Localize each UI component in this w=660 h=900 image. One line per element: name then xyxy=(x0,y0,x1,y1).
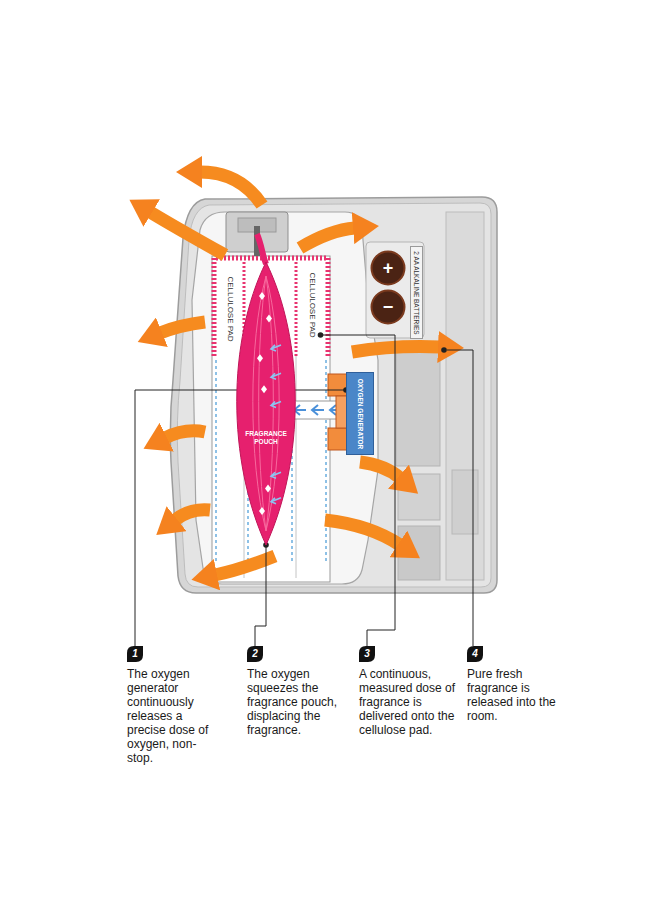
scent-arrows xyxy=(150,172,440,575)
callout-marker: 4 xyxy=(467,646,483,662)
scent-arrow xyxy=(175,510,210,520)
scent-arrow xyxy=(150,212,225,255)
cellulose-pad: CELLULOSE PAD xyxy=(304,268,321,342)
callout-text: The oxygen generator continuously releas… xyxy=(127,667,219,765)
leader-group xyxy=(318,332,395,646)
sparkle xyxy=(261,385,267,393)
pouch-body xyxy=(237,262,296,545)
leaf-shape xyxy=(127,646,143,662)
leaf-shape xyxy=(467,646,483,662)
battery-bay xyxy=(366,242,424,338)
oxygen-arrow xyxy=(271,373,281,379)
leader-line xyxy=(321,335,396,646)
callout-text: The oxygen squeezes the fragrance pouch,… xyxy=(247,667,351,737)
leaf-shape xyxy=(359,646,375,662)
housing-block xyxy=(452,470,478,534)
cellulose-pad: CELLULOSE PAD xyxy=(222,272,239,346)
pouch-hatch xyxy=(259,276,274,531)
leader-line xyxy=(255,545,266,646)
sparkle xyxy=(259,292,265,300)
scent-arrow xyxy=(300,228,355,248)
pad-label: CELLULOSE PAD xyxy=(308,272,317,337)
callout-number: 4 xyxy=(467,646,483,662)
leader-dot xyxy=(318,332,324,338)
generator-clamp xyxy=(328,374,348,396)
callout-marker: 3 xyxy=(359,646,375,662)
scent-arrow xyxy=(160,322,205,333)
battery-sign: + xyxy=(383,259,394,277)
housing-block xyxy=(398,474,440,520)
scent-arrow xyxy=(325,520,400,545)
callout: 2The oxygen squeezes the fragrance pouch… xyxy=(247,646,351,737)
housing-column xyxy=(446,212,484,580)
callout-text: A continuous, measured dose of fragrance… xyxy=(359,667,461,737)
sparkle xyxy=(266,315,272,323)
callout: 4Pure fresh fragrance is released into t… xyxy=(467,646,563,723)
sparkle xyxy=(265,484,271,492)
callout-text: Pure fresh fragrance is released into th… xyxy=(467,667,563,723)
battery-cell: + xyxy=(370,250,406,286)
housing-rim xyxy=(177,203,491,587)
battery-sign: − xyxy=(383,298,394,316)
leaf-shape xyxy=(247,646,263,662)
oxygen-arrow xyxy=(271,498,281,504)
sparkle xyxy=(259,507,265,515)
oxygen-arrow xyxy=(312,405,324,415)
scent-arrow xyxy=(352,347,440,352)
scent-arrow xyxy=(165,431,205,438)
callout-marker: 2 xyxy=(247,646,263,662)
battery-circle xyxy=(372,252,405,285)
leader-line xyxy=(447,350,473,646)
scent-arrow xyxy=(360,462,400,478)
callout-number: 2 xyxy=(247,646,263,662)
battery-circle xyxy=(372,291,405,324)
pouch-shape xyxy=(236,262,296,545)
fragrance-hatch xyxy=(295,262,298,356)
housing-block xyxy=(398,526,440,580)
sparkle xyxy=(257,354,263,362)
leader-line xyxy=(441,347,473,646)
scent-arrow xyxy=(200,172,262,205)
oxygen-arrow xyxy=(271,402,281,408)
leader-group xyxy=(255,542,269,646)
oxygen-arrow xyxy=(294,405,306,415)
callout: 1The oxygen generator continuously relea… xyxy=(127,646,219,765)
fragrance-stream xyxy=(257,234,266,264)
generator-clamp xyxy=(328,428,348,450)
leader-dot xyxy=(441,347,447,353)
oxygen-arrow xyxy=(271,345,281,351)
cap xyxy=(226,212,288,264)
fragrance-pouch: FRAGRANCE POUCH xyxy=(236,262,296,545)
pouch-label: FRAGRANCE POUCH xyxy=(245,430,287,445)
battery-tag: 2 AA ALKALINE BATTERIES xyxy=(410,246,423,339)
oxygen-arrow xyxy=(271,472,281,478)
housing-block xyxy=(396,348,440,466)
battery-cell: − xyxy=(370,289,406,325)
pad-label: CELLULOSE PAD xyxy=(226,276,235,341)
battery-label: 2 AA ALKALINE BATTERIES xyxy=(412,251,419,334)
oxygen-tube xyxy=(288,374,348,450)
callout-number: 3 xyxy=(359,646,375,662)
generator-label: OXYGEN GENERATOR xyxy=(356,378,363,449)
oxygen-generator: OXYGEN GENERATOR xyxy=(346,372,374,455)
cartridge-wall xyxy=(296,356,297,578)
callout-number: 1 xyxy=(127,646,143,662)
callout: 3 A continuous, measured dose of fragranc… xyxy=(359,646,461,737)
callout-marker: 1 xyxy=(127,646,143,662)
